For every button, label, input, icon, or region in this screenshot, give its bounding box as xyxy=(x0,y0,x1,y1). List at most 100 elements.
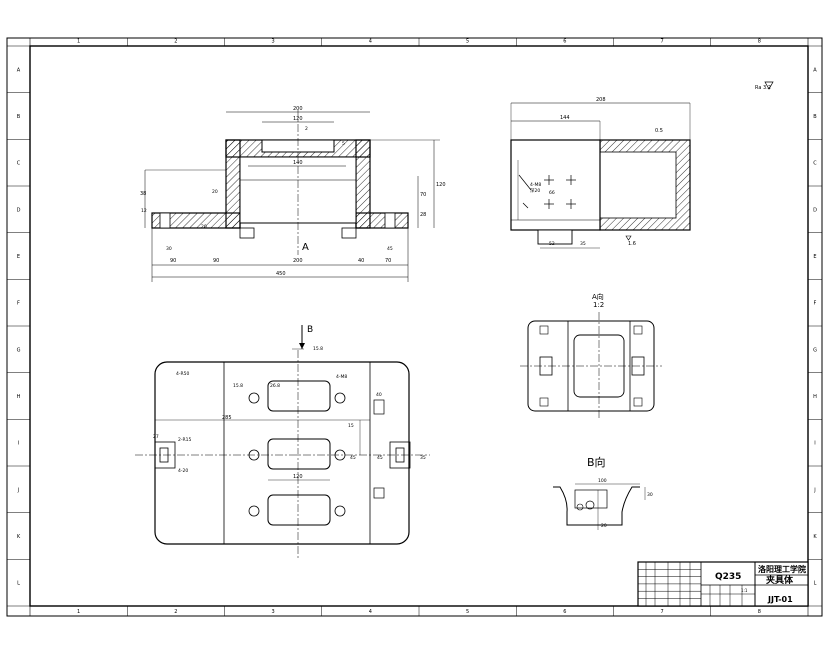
svg-text:208: 208 xyxy=(596,97,606,103)
svg-text:20: 20 xyxy=(601,523,607,529)
svg-text:4-20: 4-20 xyxy=(178,468,188,474)
zone-row-label: K xyxy=(17,534,21,540)
svg-text:70: 70 xyxy=(385,258,391,264)
svg-text:140: 140 xyxy=(293,160,303,166)
title-block: Q235 洛阳理工学院 夹具体 JJT-01 1:1 xyxy=(637,561,809,607)
zone-column-label: 4 xyxy=(369,609,372,615)
zone-column-label: 7 xyxy=(661,39,664,45)
svg-text:28: 28 xyxy=(420,212,426,218)
svg-text:45: 45 xyxy=(387,246,393,252)
zone-row-label: H xyxy=(17,394,21,400)
svg-text:20: 20 xyxy=(212,189,218,195)
svg-text:285: 285 xyxy=(222,415,232,421)
zone-row-label: B xyxy=(17,114,21,120)
zone-column-label: 8 xyxy=(758,609,761,615)
svg-text:1.6: 1.6 xyxy=(628,241,636,247)
svg-text:A向: A向 xyxy=(592,292,604,301)
zone-row-label: G xyxy=(17,347,21,353)
zone-row-label: L xyxy=(17,581,20,587)
svg-text:15: 15 xyxy=(348,423,354,429)
zone-row-label: G xyxy=(813,347,817,353)
svg-text:40: 40 xyxy=(358,258,364,264)
front-view-dimensions: 200 120 140 90 90 200 40 70 450 38 120 7… xyxy=(140,106,446,277)
svg-text:15.8: 15.8 xyxy=(313,346,323,352)
zone-column-label: 6 xyxy=(563,39,566,45)
svg-text:JJT-01: JJT-01 xyxy=(767,595,793,604)
side-view-dimensions: 208 144 0.5 4-M8 深20 66 52 35 1.6 xyxy=(530,97,663,247)
zone-row-label: B xyxy=(813,114,817,120)
svg-text:1:1: 1:1 xyxy=(741,588,748,593)
svg-text:30: 30 xyxy=(166,246,172,252)
svg-text:Ra 3.2: Ra 3.2 xyxy=(755,85,771,91)
front-section-view xyxy=(144,110,440,282)
zone-column-label: 2 xyxy=(174,609,177,615)
svg-text:66: 66 xyxy=(549,190,555,196)
svg-text:B: B xyxy=(307,325,313,335)
zone-column-label: 3 xyxy=(272,609,275,615)
svg-text:15.8: 15.8 xyxy=(233,383,243,389)
drawing-frame xyxy=(6,37,823,617)
zone-column-label: 5 xyxy=(466,609,469,615)
zone-row-label: D xyxy=(813,207,817,213)
zone-column-label: 8 xyxy=(758,39,761,45)
svg-text:2-R15: 2-R15 xyxy=(178,437,191,443)
svg-text:70: 70 xyxy=(420,192,426,198)
svg-text:深20: 深20 xyxy=(530,187,540,194)
svg-text:144: 144 xyxy=(560,115,570,121)
zone-row-label: J xyxy=(17,487,19,493)
zone-column-label: 4 xyxy=(369,39,372,45)
zone-row-label: F xyxy=(814,301,817,307)
zone-row-label: J xyxy=(813,487,815,493)
svg-text:120: 120 xyxy=(293,116,303,122)
svg-text:4-M8: 4-M8 xyxy=(336,374,347,380)
svg-text:52: 52 xyxy=(549,241,555,247)
zone-row-label: C xyxy=(813,161,817,167)
svg-text:A: A xyxy=(302,242,309,253)
svg-text:45: 45 xyxy=(377,455,383,461)
svg-text:4-M8: 4-M8 xyxy=(530,182,541,188)
svg-text:450: 450 xyxy=(276,271,286,277)
zone-row-label: A xyxy=(17,67,21,73)
svg-text:洛阳理工学院: 洛阳理工学院 xyxy=(758,564,806,574)
zone-row-label: E xyxy=(813,254,816,260)
zone-row-label: K xyxy=(813,534,817,540)
zone-column-label: 1 xyxy=(77,609,80,615)
svg-text:2: 2 xyxy=(305,126,308,132)
zone-row-label: I xyxy=(18,441,19,447)
zone-row-label: L xyxy=(814,581,817,587)
svg-text:90: 90 xyxy=(170,258,176,264)
svg-text:20: 20 xyxy=(201,224,207,230)
top-view-dimensions: B 15.8 4-R50 4-M8 15.8 26.8 285 15 2-R15… xyxy=(153,325,426,480)
svg-text:夹具体: 夹具体 xyxy=(766,574,794,586)
svg-text:0.5: 0.5 xyxy=(655,128,663,134)
svg-text:Q235: Q235 xyxy=(715,572,741,582)
b-direction-view: B向 100 30 20 xyxy=(553,455,653,530)
zone-row-label: F xyxy=(17,301,20,307)
zone-column-label: 7 xyxy=(661,609,664,615)
side-section-view xyxy=(510,102,691,249)
svg-text:120: 120 xyxy=(436,182,446,188)
zone-row-label: I xyxy=(814,441,815,447)
svg-text:100: 100 xyxy=(598,478,607,484)
svg-text:26.8: 26.8 xyxy=(270,383,280,389)
zone-row-label: D xyxy=(17,207,21,213)
svg-text:200: 200 xyxy=(293,106,303,112)
svg-text:200: 200 xyxy=(293,258,303,264)
svg-text:35: 35 xyxy=(580,241,586,247)
zone-column-label: 3 xyxy=(272,39,275,45)
top-view xyxy=(135,325,430,560)
svg-text:35: 35 xyxy=(420,455,426,461)
svg-text:4-R50: 4-R50 xyxy=(176,371,189,377)
svg-text:1:2: 1:2 xyxy=(593,301,604,309)
svg-text:27: 27 xyxy=(153,434,159,440)
zone-row-label: H xyxy=(813,394,817,400)
svg-text:5: 5 xyxy=(342,141,345,147)
svg-text:30: 30 xyxy=(647,492,653,498)
zone-column-label: 2 xyxy=(174,39,177,45)
svg-text:90: 90 xyxy=(213,258,219,264)
zone-row-label: E xyxy=(17,254,20,260)
svg-text:B向: B向 xyxy=(587,455,606,469)
zone-column-label: 1 xyxy=(77,39,80,45)
